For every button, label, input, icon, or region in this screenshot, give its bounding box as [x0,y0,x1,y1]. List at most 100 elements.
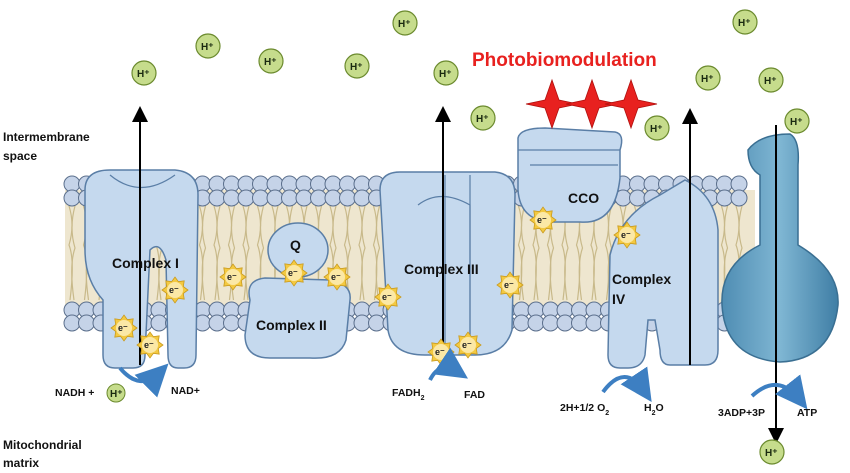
complex-i: Complex I [84,106,199,369]
nadh-proton: H⁺ [106,383,126,403]
cco: CCO [517,127,623,223]
proton-icon: H⁺ [644,115,670,141]
lipid-head [63,189,81,207]
electron-icon: e⁻ [136,331,164,359]
proton-label: H⁺ [201,42,214,53]
proton-label: H⁺ [439,69,452,80]
lipid-head [324,189,342,207]
complex-iv-label-2: IV [612,291,626,307]
lipid-head [527,314,545,332]
water-label: H2O [644,402,664,417]
reaction-arrows [118,347,808,410]
proton-icon: H⁺ [344,53,370,79]
electron-icon: e⁻ [529,206,557,234]
lipid-head [353,314,371,332]
lipid-head [513,314,530,332]
star-icon [604,78,658,130]
proton-icon: H⁺ [131,60,157,86]
electron-icon: e⁻ [496,271,524,299]
proton-label: H⁺ [790,117,803,128]
electron-label: e⁻ [169,285,179,295]
proton-icon: H⁺ [258,48,284,74]
electron-label: e⁻ [435,347,445,357]
proton-label: H⁺ [398,19,411,30]
proton-label: H⁺ [350,62,363,73]
electron-icon: e⁻ [454,331,482,359]
lipid-head [368,314,385,332]
proton-label: H⁺ [738,18,751,29]
intermembrane-label-2: space [3,149,37,163]
fad-label: FAD [464,389,485,401]
proton-icon: H⁺ [433,60,459,86]
lipid-head [78,314,95,332]
nad-label: NAD+ [171,385,200,397]
proton-icon: H⁺ [784,108,810,134]
complex-iii: Complex III [379,106,516,360]
oxygen-label: 2H+1/2 O2 [560,402,609,417]
electron-icon: e⁻ [323,263,351,291]
atp-synthase [721,125,839,444]
complex-iv-label-1: Complex [612,271,671,287]
proton-label: H⁺ [701,74,714,85]
electron-label: e⁻ [621,230,631,240]
lipid-head [295,189,313,207]
lipid-head [281,189,298,207]
complex-i-label: Complex I [112,255,179,271]
lipid-head [556,314,574,332]
atp-label: ATP [797,407,817,419]
lipid-tail [346,205,352,301]
electron-label: e⁻ [462,340,472,350]
star-icon [525,78,579,130]
lipid-head [150,314,168,332]
electron-icon: e⁻ [219,263,247,291]
lipid-head [310,189,327,207]
proton-icon: H⁺ [195,33,221,59]
electron-label: e⁻ [118,323,128,333]
proton-label: H⁺ [650,124,663,135]
proton-icon: H⁺ [392,10,418,36]
lipid-tail [520,205,526,301]
lipid-tail [245,205,250,301]
protons: H⁺ H⁺ H⁺ H⁺ H⁺ H⁺ H⁺ H⁺ H⁺ H⁺ H⁺ H⁺ H⁺ [131,9,810,465]
cco-label: CCO [568,190,599,206]
svg-text:H⁺: H⁺ [110,389,123,400]
lipid-head [208,314,226,332]
intermembrane-label-1: Intermembrane [3,130,90,144]
lipid-head [730,189,748,207]
light-stars [525,78,658,130]
matrix-label-1: Mitochondrial [3,438,82,452]
proton-icon: H⁺ [758,67,784,93]
lipid-head [63,314,81,332]
electron-label: e⁻ [227,272,237,282]
complex-ii: Complex II [244,277,351,359]
lipid-head [542,314,559,332]
proton-label: H⁺ [264,57,277,68]
electron-icon: e⁻ [161,276,189,304]
lipid-head [629,189,646,207]
proton-label: H⁺ [764,76,777,87]
lipid-head [585,314,603,332]
lipid-tail [216,205,221,301]
lipid-head [237,189,255,207]
lipid-head [716,189,733,207]
proton-icon: H⁺ [695,65,721,91]
q-label: Q [290,237,301,253]
fadh-label: FADH2 [392,387,425,402]
electron-icon: e⁻ [374,283,402,311]
proton-icon: H⁺ [470,105,496,131]
electron-icon: e⁻ [427,338,455,366]
matrix-label-2: matrix [3,456,39,470]
lipid-tail [71,205,76,301]
lipid-head [266,189,284,207]
complex-iii-label: Complex III [404,261,479,277]
lipid-head [571,314,588,332]
electron-label: e⁻ [144,340,154,350]
proton-label: H⁺ [765,448,778,459]
lipid-tail [201,205,207,301]
lipid-head [208,189,226,207]
proton-label: H⁺ [137,69,150,80]
electron-label: e⁻ [537,215,547,225]
proton-icon: H⁺ [759,439,785,465]
lipid-head [223,314,240,332]
